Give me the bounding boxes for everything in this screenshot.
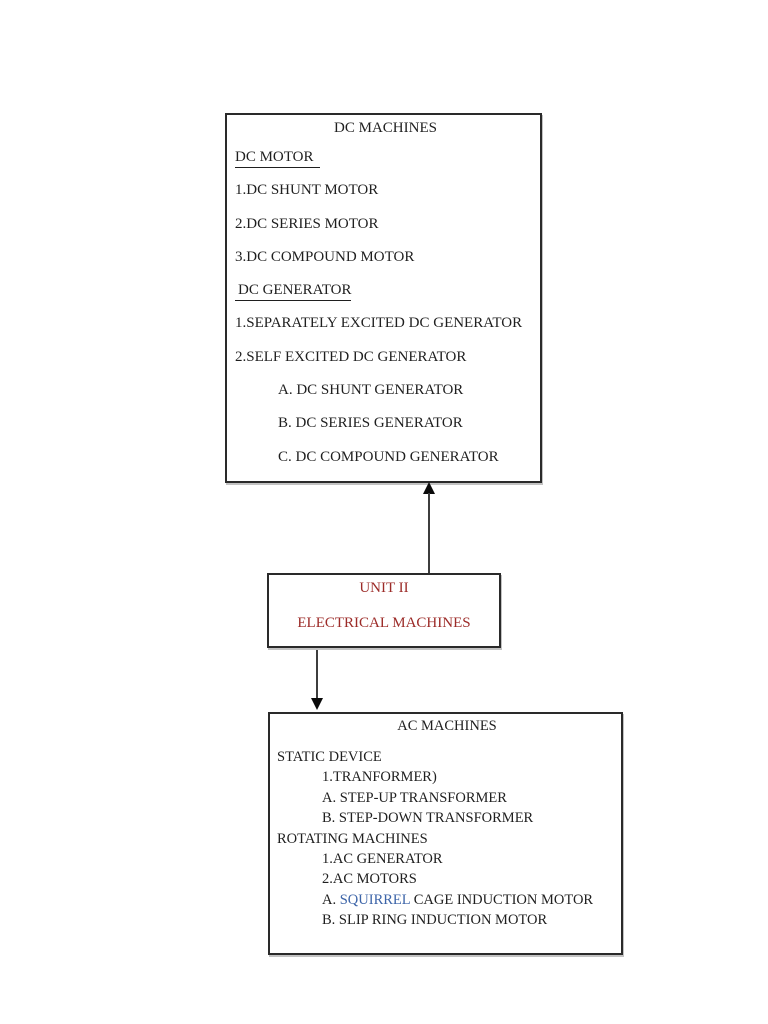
list-item: A. DC SHUNT GENERATOR (278, 382, 464, 399)
dc-generator-heading-text: DC GENERATOR (235, 281, 352, 302)
unit-ii-box: UNIT II ELECTRICAL MACHINES (267, 573, 501, 648)
list-item: A. STEP-UP TRANSFORMER (322, 789, 507, 806)
list-item: 1.DC SHUNT MOTOR (235, 182, 379, 199)
dc-motor-heading-text: DC MOTOR (235, 148, 320, 168)
dc-machines-box: DC MACHINES DC MOTOR 1.DC SHUNT MOTOR 2.… (225, 113, 542, 483)
list-item: 2.AC MOTORS (322, 871, 417, 888)
ac-box-body: STATIC DEVICE 1.TRANFORMER) A. STEP-UP T… (277, 747, 617, 931)
ac-machines-box: AC MACHINES STATIC DEVICE 1.TRANFORMER) … (268, 712, 623, 955)
ac-box-title: AC MACHINES (397, 718, 497, 734)
list-item: B. DC SERIES GENERATOR (278, 415, 463, 432)
list-item: 1.AC GENERATOR (322, 851, 443, 868)
list-item: 1.SEPARATELY EXCITED DC GENERATOR (235, 315, 523, 332)
list-item-squirrel-cage: A. SQUIRREL CAGE INDUCTION MOTOR (277, 890, 617, 910)
unit-title: UNIT II (359, 580, 409, 596)
dc-box-title: DC MACHINES (334, 120, 437, 136)
static-device-heading: STATIC DEVICE (277, 749, 382, 765)
squirrel-suffix: CAGE INDUCTION MOTOR (410, 891, 594, 908)
list-item: 2.SELF EXCITED DC GENERATOR (235, 348, 467, 365)
rotating-machines-heading: ROTATING MACHINES (277, 830, 428, 847)
list-item: 3.DC COMPOUND MOTOR (235, 248, 415, 265)
list-item: 1.TRANFORMER) (322, 769, 437, 786)
list-item: B. SLIP RING INDUCTION MOTOR (322, 912, 548, 929)
squirrel-highlight: SQUIRREL (339, 891, 411, 908)
dc-motor-heading: DC MOTOR (235, 141, 536, 174)
arrow-down-head-icon (311, 698, 323, 710)
list-item: C. DC COMPOUND GENERATOR (278, 448, 499, 465)
list-item: 2.DC SERIES MOTOR (235, 215, 379, 232)
list-item: B. STEP-DOWN TRANSFORMER (322, 810, 534, 827)
squirrel-prefix: A. (322, 891, 340, 908)
unit-subtitle: ELECTRICAL MACHINES (297, 615, 471, 631)
arrow-up-head-icon (423, 482, 435, 494)
arrow-down-line (316, 650, 318, 699)
dc-generator-heading: DC GENERATOR (235, 274, 536, 307)
arrow-up-line (428, 493, 430, 575)
